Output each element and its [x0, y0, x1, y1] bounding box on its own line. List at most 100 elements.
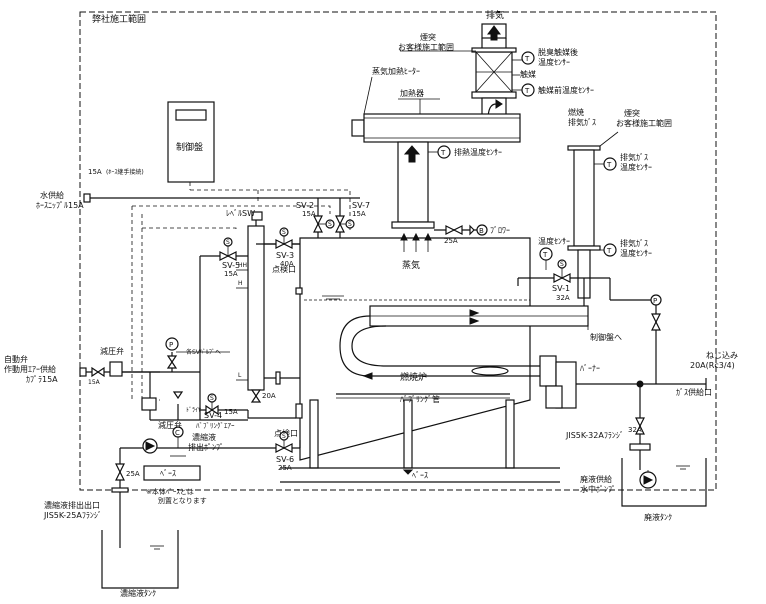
sv6-label: SV-6 — [276, 455, 294, 464]
exhaust-chimney — [567, 145, 601, 306]
svg-text:S: S — [226, 239, 230, 246]
size20-label: 20A — [262, 392, 276, 400]
concentrate-pump-label: 濃縮液 排出ﾎﾟﾝﾌﾟ — [188, 432, 224, 452]
h-label: H — [238, 280, 243, 287]
svg-text:S: S — [282, 433, 286, 440]
level-sw-label: ﾚﾍﾞﾙSW — [226, 209, 255, 218]
sv3-size: 40A — [280, 260, 294, 268]
exhaust-heat-sensor-label: 排熱温度ｾﾝｻｰ — [454, 147, 502, 157]
gas-supply-line: P — [576, 294, 707, 390]
reducing-valve2-label: 減圧弁 — [158, 420, 182, 430]
sv2-label: SV-2 — [296, 201, 314, 210]
chimney-line1: 煙突 — [420, 32, 436, 42]
exhaust-heat-sensor-symbol: T — [428, 145, 451, 159]
svg-text:C: C — [175, 429, 180, 437]
pre-catalyst-sensor-symbol: T — [512, 83, 535, 97]
waste-tank — [621, 458, 707, 507]
sv5-label: SV-5 — [222, 261, 240, 270]
exhaust-gas-sensor-2-symbol: T — [594, 243, 617, 257]
steam-label: 蒸気 — [402, 259, 420, 271]
sv4-valve: S — [200, 393, 296, 419]
pump-base-label: ﾍﾞｰｽ — [160, 469, 176, 478]
blower-symbol: B — [434, 224, 488, 236]
waste-pump-label: 廃液供給 水中ﾎﾟﾝﾌﾟ — [580, 474, 616, 494]
steam-arrows — [400, 232, 432, 252]
sv6-size: 25A — [278, 464, 292, 472]
sv3-label: SV-3 — [276, 251, 294, 260]
svg-text:S: S — [348, 221, 352, 228]
steam-heater-label: 蒸気加熱ﾋｰﾀｰ — [372, 66, 420, 76]
sv1-valve: S — [517, 259, 611, 300]
temp-sensor-symbol: T — [539, 247, 553, 270]
sv5-size: 15A — [224, 270, 238, 278]
outlet-label: 濃縮液排出出口 JIS5K-25Aﾌﾗﾝｼﾞ — [43, 500, 103, 520]
control-panel-label: 制御盤 — [176, 141, 203, 153]
temp-sensor-label: 温度ｾﾝｻｰ — [538, 236, 570, 246]
gas-inlet-label: ｶﾞｽ供給口 — [676, 387, 712, 397]
chimney-customer-label: 煙突 お客様施工範囲 — [398, 32, 454, 52]
catalyst-stack — [471, 23, 517, 121]
bubbling-pipe-label: ﾊﾞﾌﾞﾘﾝｸﾞ管 — [400, 394, 440, 404]
air-supply-line: P — [79, 337, 248, 421]
base-label: ﾍﾞｰｽ — [412, 471, 428, 480]
air-size-label: 15A — [88, 379, 101, 386]
svg-text:P: P — [653, 297, 657, 305]
sv3-valve: S — [256, 227, 300, 249]
screw-in-label: ねじ込み 20A(Rc3/4) — [690, 351, 741, 370]
heater-label: 加熱器 — [400, 88, 424, 98]
to-panel-label: 制御盤へ — [590, 332, 622, 342]
size25-label: 25A — [126, 470, 140, 478]
svg-text:S: S — [560, 261, 564, 268]
main-vessel — [280, 237, 589, 483]
blower-label: ﾌﾞﾛﾜｰ — [490, 226, 510, 235]
chimney-line2: お客様施工範囲 — [398, 42, 454, 52]
heater — [351, 113, 521, 229]
sv4-size: 15A — [224, 408, 238, 416]
right-chimney-label: 煙突 お客様施工範囲 — [616, 108, 672, 128]
sv1-size: 32A — [556, 294, 570, 302]
sv7-size: 15A — [352, 210, 366, 218]
exhaust-gas-sensor-1-symbol: T — [594, 157, 617, 171]
sv7-label: SV-7 — [352, 201, 370, 210]
control-panel — [167, 101, 215, 190]
scope-boundary — [79, 11, 717, 491]
combustion-exhaust-label: 燃焼 排気ｶﾞｽ — [568, 107, 596, 127]
svg-text:T: T — [542, 251, 548, 259]
furnace-label: 燃焼炉 — [400, 371, 427, 383]
dryer-label: ﾄﾞﾗｲﾔｰ — [186, 407, 204, 414]
pump-base — [143, 465, 201, 481]
burner — [539, 355, 577, 409]
blower-size: 25A — [444, 237, 458, 245]
sv1-label: SV-1 — [552, 284, 570, 293]
base-note: ※本体ﾍﾞｰｽとは 別置となります — [146, 487, 207, 505]
concentrate-tank-label: 濃縮液ﾀﾝｸ — [120, 588, 156, 598]
svg-text:S: S — [282, 229, 286, 236]
reducing-valve-label: 減圧弁 — [100, 346, 124, 356]
svg-text:T: T — [524, 55, 530, 63]
svg-text:T: T — [524, 87, 530, 95]
sv7-valve: S — [335, 198, 355, 238]
svg-text:T: T — [440, 149, 446, 157]
deodorize-sensor-symbol: T — [512, 51, 535, 65]
bubbling-air-label: ﾊﾞﾌﾞﾘﾝｸﾞｴｱｰ — [196, 422, 235, 430]
svg-text:S: S — [210, 395, 214, 402]
waste-tank-label: 廃液ﾀﾝｸ — [644, 512, 672, 522]
concentrate-tank — [101, 530, 179, 589]
svg-text:S: S — [328, 221, 332, 228]
boundary-label: 弊社施工範囲 — [92, 13, 146, 25]
level-column — [236, 211, 300, 403]
svg-text:T: T — [606, 161, 612, 169]
l-label: L — [238, 372, 242, 379]
exhaust-gas-sensor-1-label: 排気ｶﾞｽ 温度ｾﾝｻｰ — [620, 152, 652, 172]
catalyst-label: 触媒 — [520, 69, 536, 79]
jis32-label: JIS5K-32Aﾌﾗﾝｼﾞ — [565, 431, 624, 440]
svg-text:P: P — [169, 341, 173, 349]
size32-label: 32A — [628, 426, 642, 434]
inspection1-label: 点検口 — [272, 264, 296, 274]
auto-valve-label: 自動弁 作動用ｴｱｰ供給 ｶﾌﾟﾗ15A — [4, 354, 59, 384]
exhaust-label: 排気 — [486, 9, 504, 21]
size15-label: 15A — [88, 168, 102, 176]
svg-text:B: B — [479, 227, 484, 235]
